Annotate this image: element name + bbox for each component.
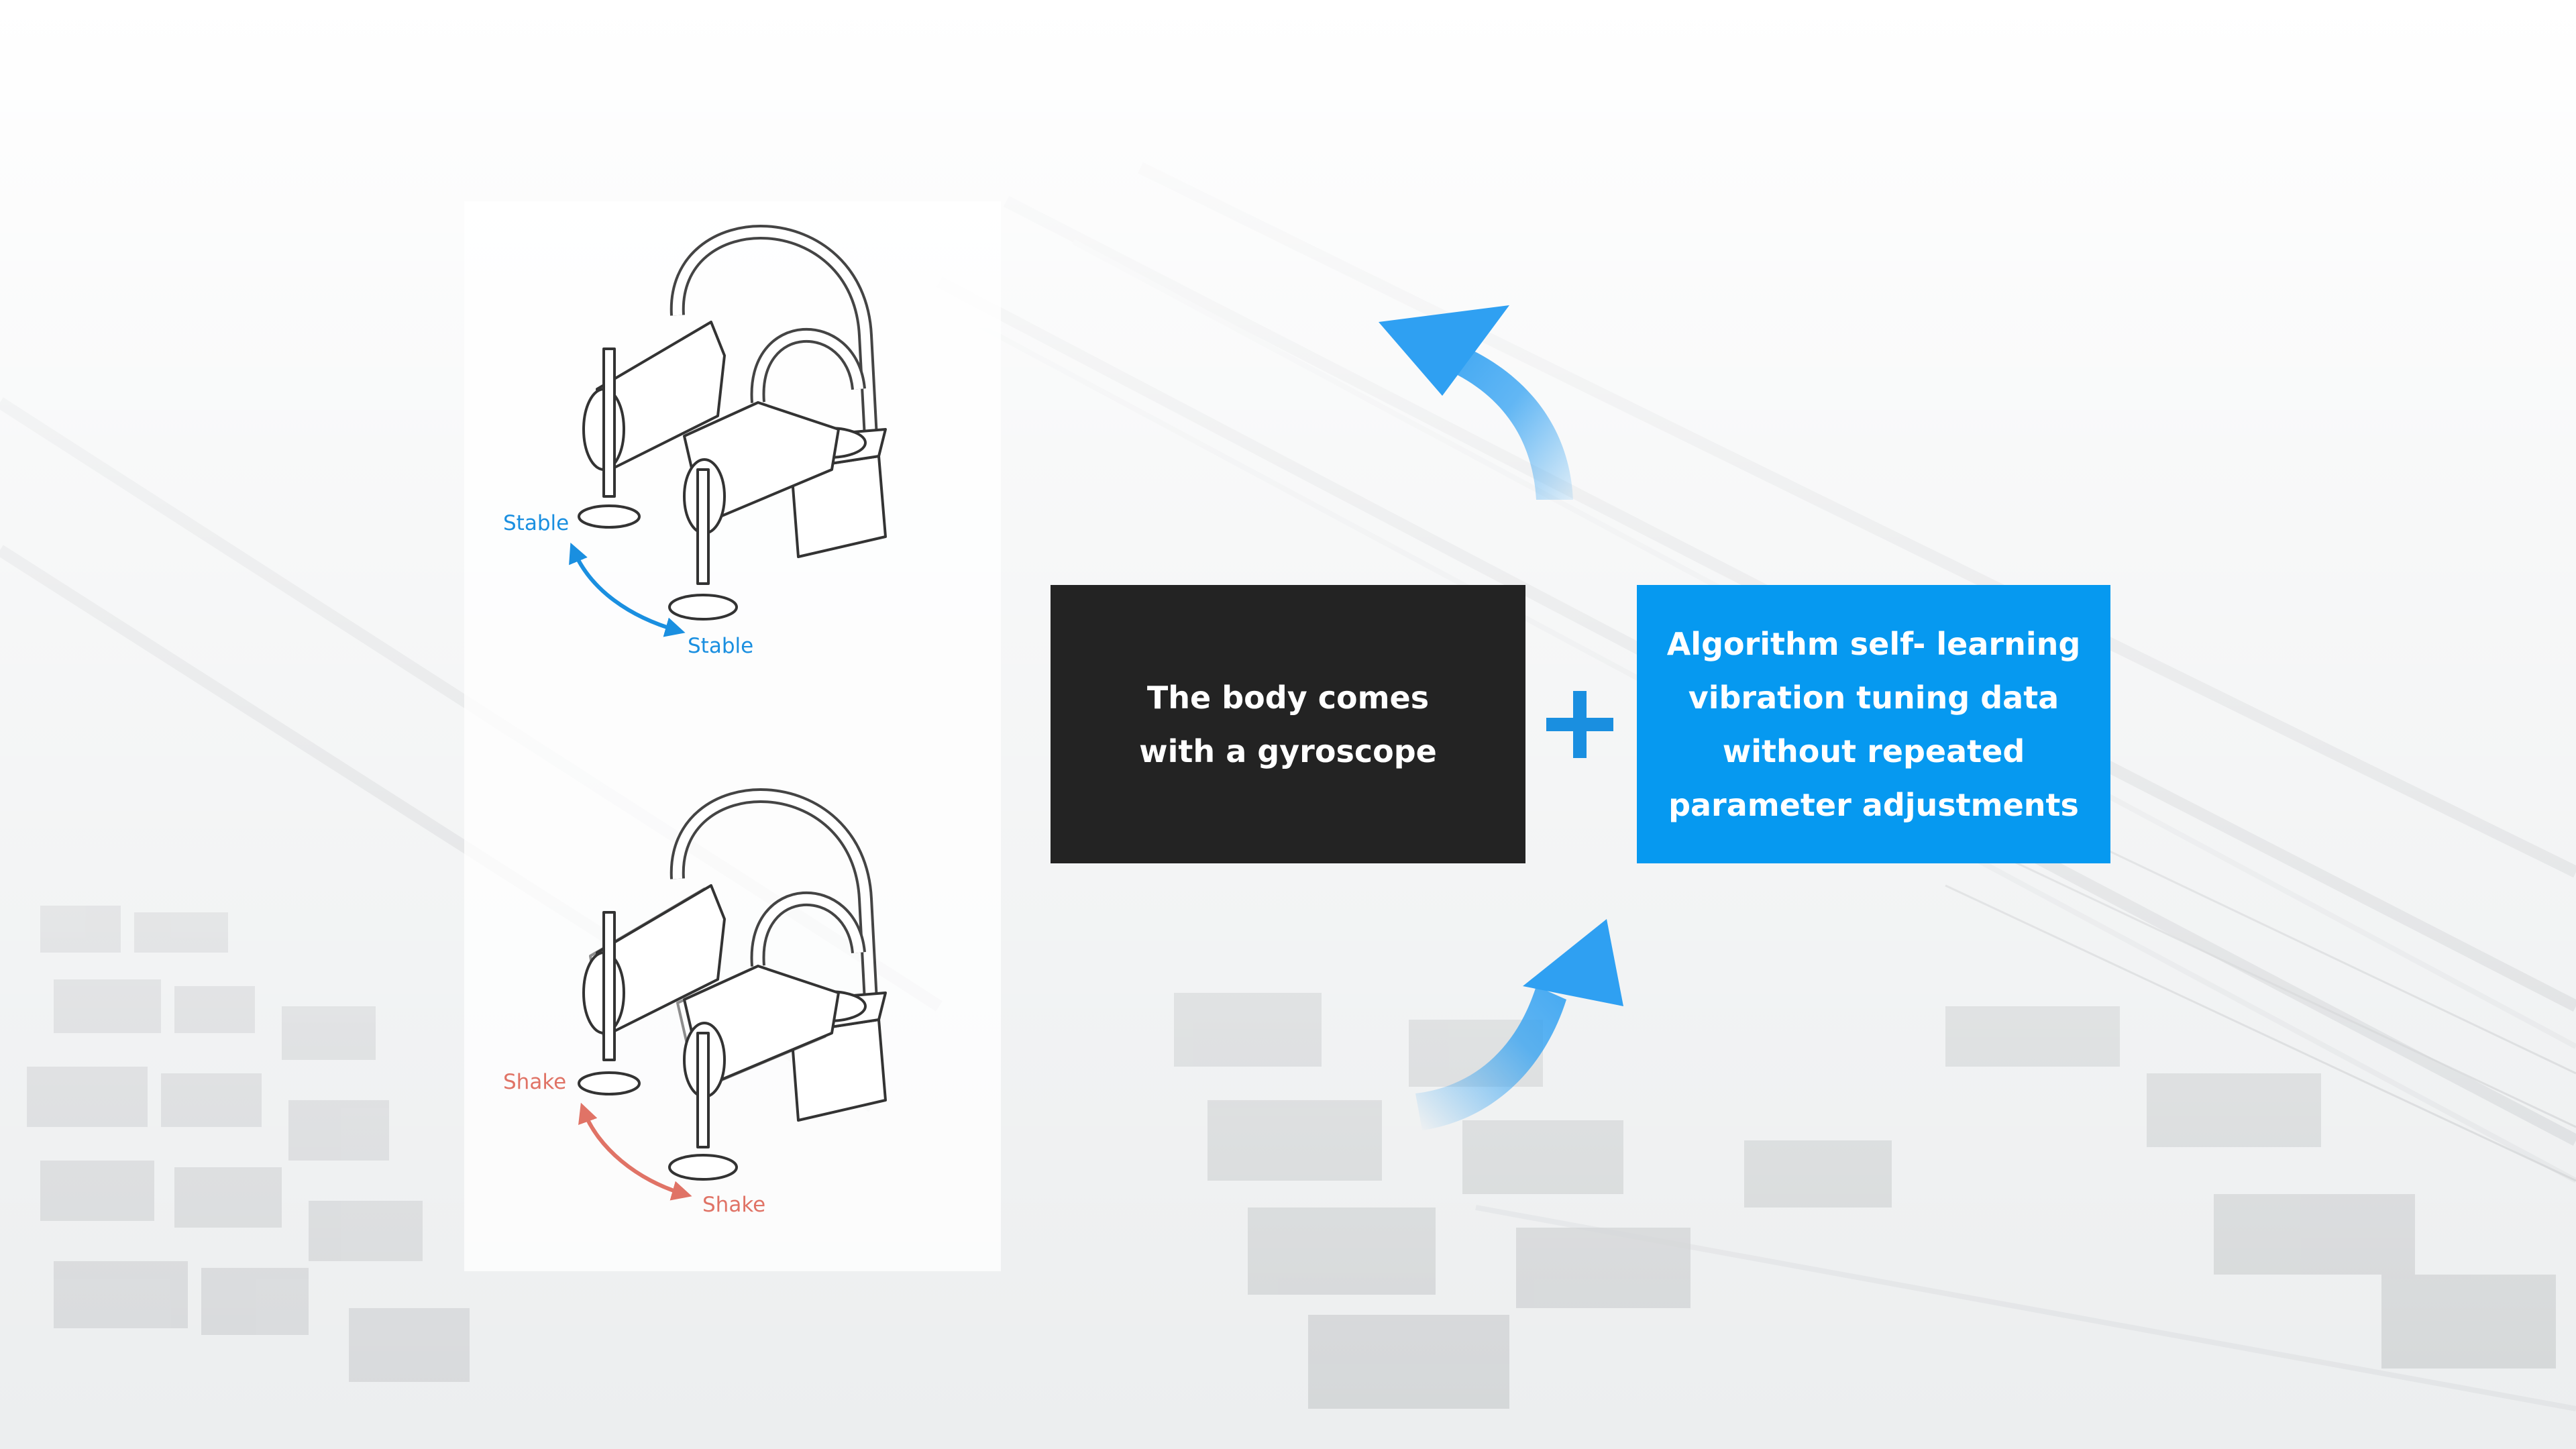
- shake-label-lower: Shake: [702, 1193, 766, 1217]
- algorithm-box-line-2: vibration tuning data: [1688, 679, 2059, 716]
- gyroscope-box-line-1: The body comes: [1146, 679, 1430, 716]
- stable-motion-arrow: [569, 542, 686, 637]
- algorithm-box-line-3: without repeated: [1722, 733, 2025, 769]
- robot-stable-drawing: [578, 225, 887, 621]
- gyroscope-box: The body comes with a gyroscope: [1051, 585, 1525, 863]
- robot-illustration-panel: [464, 201, 1001, 1271]
- cycle-arrow-top: [1379, 305, 1573, 500]
- cycle-arrow-bottom: [1415, 919, 1623, 1130]
- plus-icon: +: [1546, 691, 1613, 758]
- robot-shake-drawing: [578, 788, 887, 1181]
- shake-label-upper: Shake: [503, 1070, 567, 1094]
- stable-label-upper: Stable: [503, 511, 570, 535]
- stable-label-lower: Stable: [688, 634, 754, 658]
- algorithm-box-line-1: Algorithm self- learning: [1666, 625, 2081, 662]
- algorithm-box: Algorithm self- learning vibration tunin…: [1637, 585, 2110, 863]
- gyroscope-box-line-2: with a gyroscope: [1139, 733, 1437, 769]
- algorithm-box-line-4: parameter adjustments: [1668, 786, 2079, 823]
- shake-motion-arrow: [578, 1102, 692, 1201]
